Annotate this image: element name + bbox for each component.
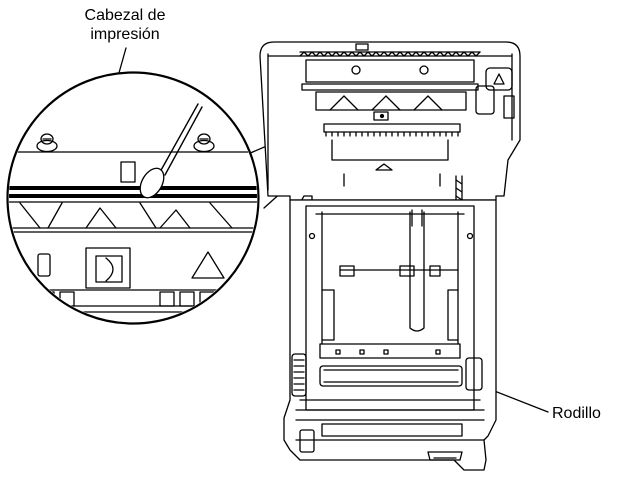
printer-body bbox=[259, 41, 521, 471]
roller bbox=[319, 365, 463, 387]
print-head-label-line1: Cabezal de bbox=[84, 7, 166, 24]
zoom-detail-circle bbox=[6, 71, 260, 325]
screw-right bbox=[193, 133, 215, 153]
print-head-bar bbox=[9, 186, 257, 190]
cleaning-swab bbox=[139, 103, 203, 199]
roller-label: Rodillo bbox=[552, 405, 601, 422]
print-head-label: Cabezal de impresión bbox=[40, 6, 210, 44]
print-head-label-line2: impresión bbox=[90, 26, 160, 43]
screw-left bbox=[36, 133, 58, 153]
